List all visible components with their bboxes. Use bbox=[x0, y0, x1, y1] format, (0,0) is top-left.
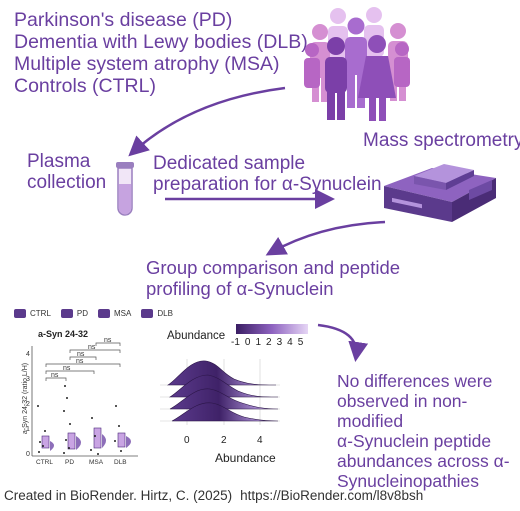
disease-groups-list: Parkinson's disease (PD) Dementia with L… bbox=[14, 9, 308, 97]
ns-label: ns bbox=[63, 365, 71, 372]
group-pd: Parkinson's disease (PD) bbox=[14, 9, 233, 31]
y-tick-label: 3 bbox=[26, 376, 30, 383]
credit-line: Created in BioRender. Hirtz, C. (2025) ht… bbox=[4, 488, 431, 503]
credit-text: Created in BioRender. Hirtz, C. (2025) bbox=[4, 488, 233, 503]
legend-label: CTRL bbox=[30, 309, 51, 318]
ns-label: ns bbox=[77, 351, 85, 358]
test-tube-icon bbox=[116, 162, 134, 216]
ridge-x-tick: 0 bbox=[184, 435, 190, 446]
legend-item: MSA bbox=[98, 309, 131, 318]
legend-label: DLB bbox=[157, 309, 173, 318]
arrow-icon bbox=[317, 323, 369, 362]
arrow-icon bbox=[128, 86, 286, 157]
legend-item: CTRL bbox=[14, 309, 51, 318]
legend-item: PD bbox=[60, 309, 89, 318]
credit-link[interactable]: https://BioRender.com/l8v8bsh bbox=[240, 488, 424, 503]
legend-swatch bbox=[60, 309, 73, 318]
legend-swatch bbox=[98, 309, 111, 318]
plasma-collection-label: Plasma collection bbox=[27, 151, 106, 193]
legend-swatch bbox=[14, 309, 26, 318]
legend-label: MSA bbox=[114, 309, 132, 318]
ridge-plot: 0 2 4 bbox=[160, 359, 280, 446]
x-tick-label: PD bbox=[65, 459, 74, 466]
y-tick-label: 1 bbox=[26, 426, 30, 433]
group-comparison-line-2: profiling of α-Synuclein bbox=[146, 278, 334, 299]
scale-tick-label: 3 bbox=[276, 337, 283, 348]
y-tick-label: 2 bbox=[26, 401, 30, 408]
scale-tick-label: 1 bbox=[255, 337, 262, 348]
group-dlb: Dementia with Lewy bodies (DLB) bbox=[14, 31, 308, 53]
ns-label: ns bbox=[76, 358, 84, 365]
people-group-icon bbox=[304, 7, 410, 121]
boxplot-title: a-Syn 24-32 bbox=[38, 329, 89, 339]
result-line: observed in non-modified bbox=[337, 391, 468, 431]
scale-tick-label: 2 bbox=[266, 337, 272, 348]
legend-swatch bbox=[141, 309, 154, 318]
scale-tick-label: 5 bbox=[297, 337, 304, 348]
result-line: α-Synuclein peptide bbox=[337, 431, 492, 451]
y-tick-label: 4 bbox=[26, 351, 30, 358]
group-comparison-label: Group comparison and peptide profiling o… bbox=[146, 257, 400, 299]
group-ctrl: Controls (CTRL) bbox=[14, 75, 156, 97]
ridge-series bbox=[169, 388, 279, 410]
ridge-x-tick: 2 bbox=[221, 435, 227, 446]
plasma-line-2: collection bbox=[27, 172, 107, 193]
group-comparison-line-1: Group comparison and peptide bbox=[146, 257, 401, 278]
plasma-line-1: Plasma bbox=[27, 151, 91, 172]
ns-label: ns bbox=[104, 337, 112, 344]
abundance-scale-ticks: -1 0 1 2 3 4 5 bbox=[231, 337, 303, 348]
result-line: Synucleinopathies bbox=[337, 471, 480, 491]
scale-tick-label: -1 bbox=[231, 337, 240, 348]
arrow-icon bbox=[265, 220, 386, 256]
y-tick-label: 0 bbox=[26, 451, 30, 458]
x-tick-label: MSA bbox=[89, 459, 104, 466]
abundance-legend-title: Abundance bbox=[167, 330, 226, 342]
boxplot-chart: 4 3 2 1 0 ns ns ns ns ns ns bbox=[26, 337, 138, 466]
prep-line-2: preparation for α-Synuclein bbox=[153, 174, 382, 195]
x-tick-label: CTRL bbox=[36, 459, 53, 466]
scale-tick-label: 4 bbox=[287, 337, 293, 348]
legend-item: DLB bbox=[141, 309, 173, 318]
ridge-series bbox=[171, 402, 279, 422]
mass-spec-label: Mass spectrometry bbox=[363, 130, 520, 151]
sample-prep-label: Dedicated sample preparation for α-Synuc… bbox=[153, 153, 382, 195]
result-line: abundances across α- bbox=[337, 451, 510, 471]
prep-line-1: Dedicated sample bbox=[153, 153, 306, 174]
result-line: No differences were bbox=[337, 371, 493, 391]
scale-tick-label: 0 bbox=[244, 337, 251, 348]
boxplot-legend: CTRL PD MSA DLB bbox=[14, 309, 173, 318]
legend-label: PD bbox=[76, 309, 89, 318]
ns-label: ns bbox=[51, 372, 59, 379]
x-tick-label: DLB bbox=[114, 459, 127, 466]
ridge-x-tick: 4 bbox=[257, 435, 263, 446]
abundance-color-scale bbox=[236, 324, 308, 334]
result-statement: No differences were observed in non-modi… bbox=[337, 371, 520, 491]
mass-spectrometer-icon bbox=[384, 164, 496, 222]
ns-label: ns bbox=[88, 344, 96, 351]
ridge-x-axis-label: Abundance bbox=[215, 451, 276, 465]
group-msa: Multiple system atrophy (MSA) bbox=[14, 53, 280, 75]
